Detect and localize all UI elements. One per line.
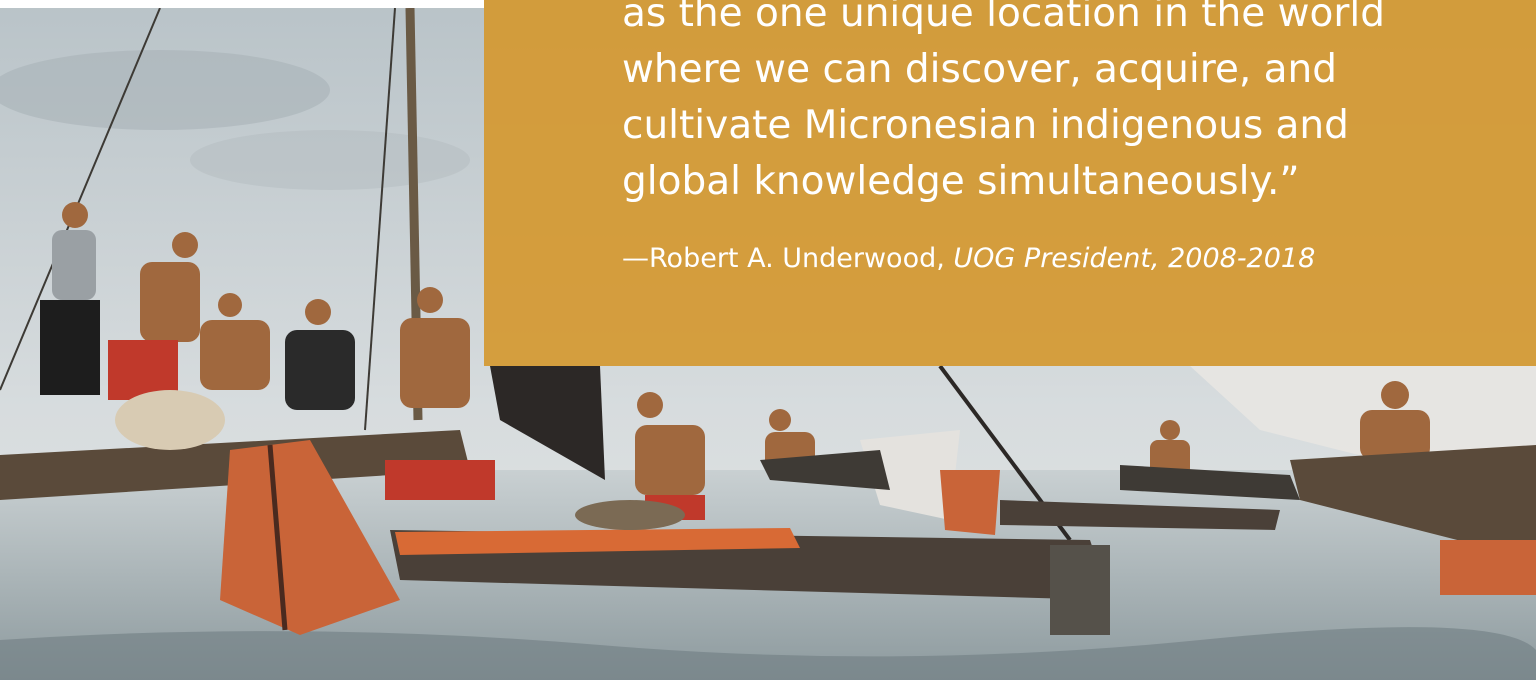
- quote-panel: as the one unique location in the world …: [484, 0, 1536, 366]
- quote-attribution: —Robert A. Underwood, UOG President, 200…: [622, 243, 1315, 274]
- attribution-title: UOG President, 2008-2018: [953, 243, 1316, 274]
- quote-line: global knowledge simultaneously.”: [622, 159, 1300, 204]
- top-white-strip: [0, 0, 484, 8]
- attribution-name: —Robert A. Underwood,: [622, 243, 954, 274]
- quote-line: where we can discover, acquire, and: [622, 47, 1338, 92]
- quote-line: cultivate Micronesian indigenous and: [622, 103, 1349, 148]
- quote-text: as the one unique location in the world …: [622, 0, 1522, 210]
- quote-line: as the one unique location in the world: [622, 0, 1385, 36]
